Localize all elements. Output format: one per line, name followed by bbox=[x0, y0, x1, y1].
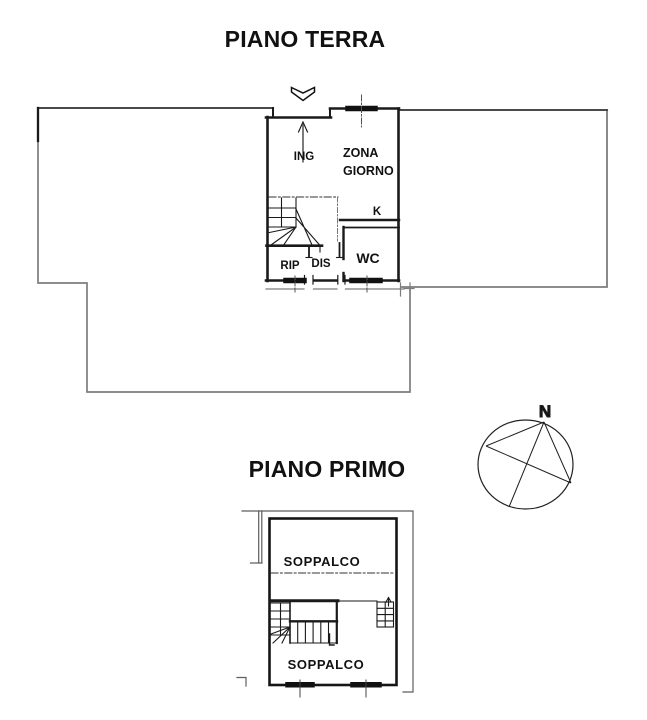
room-label-k: K bbox=[373, 206, 382, 218]
compass-rose: N bbox=[477, 402, 574, 510]
north-label: N bbox=[539, 402, 551, 421]
first-floor-windows bbox=[285, 679, 382, 698]
adjacent-structures-outline bbox=[36, 106, 609, 393]
room-label-giorno: GIORNO bbox=[343, 164, 394, 178]
room-label-soppalco-lower: SOPPALCO bbox=[288, 657, 365, 672]
staircase-first bbox=[269, 599, 378, 646]
entrance-arrow-icon bbox=[290, 86, 316, 163]
room-label-dis: DIS bbox=[311, 258, 331, 270]
ground-floor-plan: ING ZONA GIORNO K WC RIP DIS bbox=[36, 86, 609, 393]
compass-star-lines bbox=[485, 421, 572, 508]
staircase-ground bbox=[265, 197, 324, 253]
ground-windows bbox=[283, 94, 383, 293]
compass-circle bbox=[477, 419, 574, 510]
room-label-soppalco-upper: SOPPALCO bbox=[284, 554, 361, 569]
interior-walls bbox=[305, 218, 401, 283]
title-piano-primo: PIANO PRIMO bbox=[248, 456, 406, 482]
first-floor-adjacent-outline bbox=[236, 510, 414, 693]
room-label-zona: ZONA bbox=[343, 146, 378, 160]
room-label-rip: RIP bbox=[280, 260, 300, 272]
title-piano-terra: PIANO TERRA bbox=[224, 26, 386, 52]
mezzanine-projection-line bbox=[268, 196, 339, 242]
ladder-first bbox=[376, 596, 395, 628]
room-label-wc: WC bbox=[356, 250, 379, 266]
room-label-ing: ING bbox=[294, 151, 315, 163]
first-floor-plan: SOPPALCO SOPPALCO bbox=[236, 510, 414, 698]
